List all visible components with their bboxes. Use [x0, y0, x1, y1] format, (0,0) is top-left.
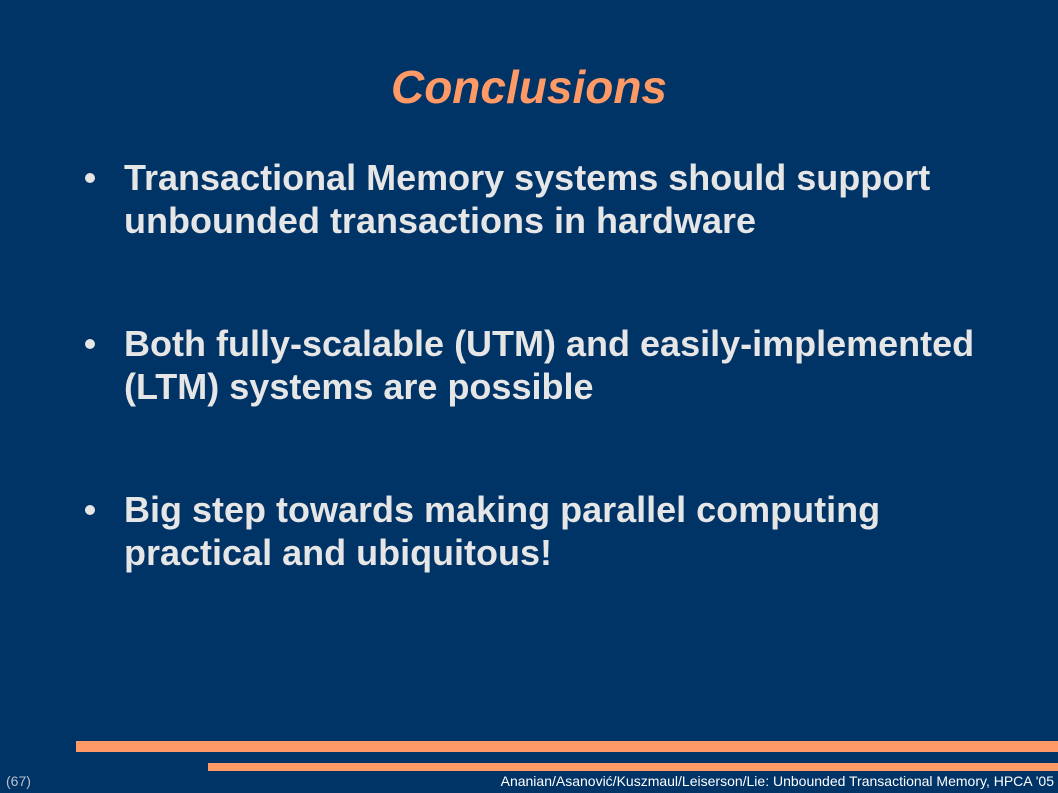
bullet-list: Transactional Memory systems should supp…: [85, 156, 985, 574]
bullet-dot-icon: [85, 173, 95, 183]
bullet-text: Transactional Memory systems should supp…: [124, 157, 931, 241]
bullet-dot-icon: [85, 339, 95, 349]
slide-title: Conclusions: [390, 61, 668, 113]
bullet-dot-icon: [85, 505, 95, 515]
bullet-item: Transactional Memory systems should supp…: [85, 156, 985, 242]
slide-number: (67): [6, 773, 31, 789]
accent-bar-top: [76, 741, 1058, 752]
accent-bar-bottom: [208, 763, 1058, 771]
bullet-item: Both fully-scalable (UTM) and easily-imp…: [85, 322, 985, 408]
bullet-text: Big step towards making parallel computi…: [124, 489, 881, 573]
footer-citation: Ananian/Asanović/Kuszmaul/Leiserson/Lie:…: [500, 773, 1054, 789]
bullet-text: Both fully-scalable (UTM) and easily-imp…: [124, 323, 975, 407]
bullet-item: Big step towards making parallel computi…: [85, 488, 985, 574]
